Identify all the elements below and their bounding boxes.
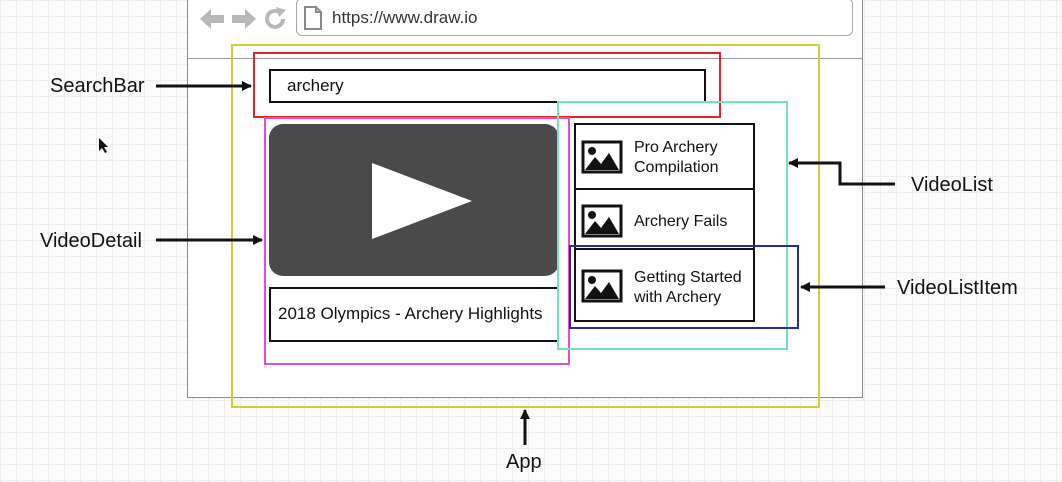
video-list-item-title-line1: Getting Started — [634, 269, 742, 286]
image-icon — [581, 269, 623, 303]
url-bar[interactable] — [296, 0, 853, 36]
videolistitem-component-box — [569, 245, 799, 329]
video-list-item-title-line2: with Archery — [634, 289, 722, 306]
reload-icon[interactable] — [262, 6, 290, 32]
label-app: App — [506, 451, 542, 473]
app-component-box — [231, 44, 820, 408]
video-title-box — [269, 287, 559, 342]
arrow-right-icon[interactable] — [230, 6, 258, 32]
document-icon — [304, 6, 322, 30]
arrow-left-icon[interactable] — [198, 6, 226, 32]
search-input-value: archery — [287, 76, 344, 95]
videodetail-component-box — [264, 117, 570, 365]
url-text[interactable]: https://www.draw.io — [332, 8, 478, 27]
video-title: 2018 Olympics - Archery Highlights — [278, 304, 543, 323]
label-videolist: VideoList — [911, 174, 993, 196]
label-videolistitem: VideoListItem — [897, 277, 1018, 299]
video-list-item[interactable]: Getting Started with Archery — [574, 248, 755, 322]
videolist-component-box — [557, 101, 788, 350]
image-icon — [581, 140, 623, 174]
arrow-videolist — [788, 158, 895, 186]
toolbar-divider — [187, 58, 863, 59]
video-list-item-title-line1: Archery Fails — [634, 213, 728, 230]
play-icon[interactable] — [372, 163, 472, 239]
video-list-item-title-line1: Pro Archery — [634, 139, 718, 156]
search-input[interactable] — [269, 69, 706, 103]
image-icon — [581, 204, 623, 238]
video-list-item-title-line2: Compilation — [634, 159, 719, 176]
label-searchbar: SearchBar — [50, 75, 145, 97]
mouse-cursor — [99, 138, 108, 153]
label-videodetail: VideoDetail — [40, 230, 142, 252]
